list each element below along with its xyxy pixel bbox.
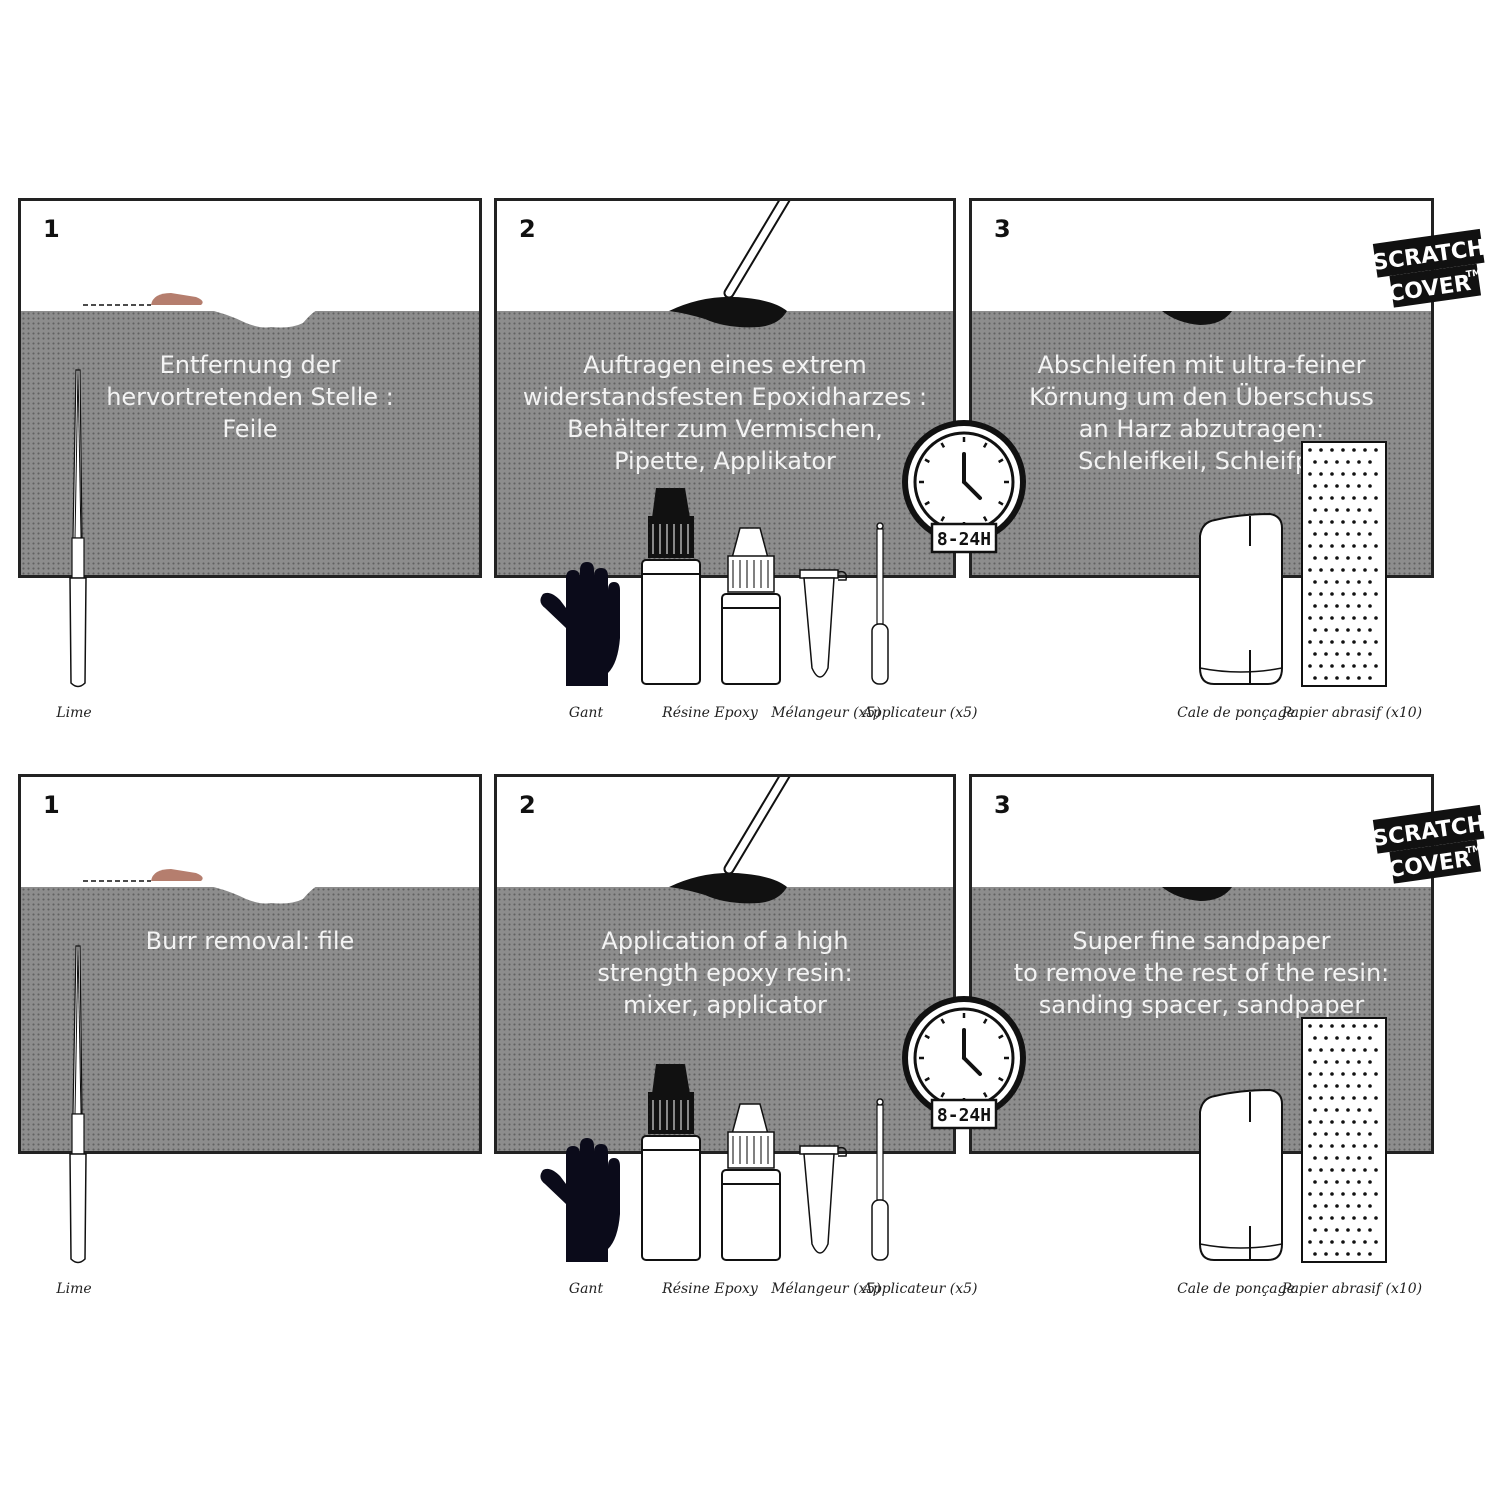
sandpaper-icon bbox=[1301, 441, 1387, 687]
step-number: 1 bbox=[43, 791, 60, 819]
sanding-block-label: Cale de ponçage bbox=[1177, 705, 1295, 721]
mixer-label: Mélangeur (x5) bbox=[771, 1281, 881, 1297]
step-caption: Super fine sandpaper to remove the rest … bbox=[1013, 927, 1390, 1019]
surface-cross-section bbox=[497, 311, 953, 575]
file-icon bbox=[69, 945, 87, 1264]
step-number: 2 bbox=[519, 791, 536, 819]
sanding-block-icon bbox=[1199, 1088, 1283, 1261]
mixer-tube-icon bbox=[799, 569, 848, 678]
sandpaper-label: Papier abrasif (x10) bbox=[1281, 705, 1423, 721]
step-caption: Burr removal: file bbox=[145, 927, 355, 955]
surface-cross-section bbox=[21, 311, 479, 575]
resin-remnant bbox=[1162, 311, 1232, 325]
surface-cross-section bbox=[497, 887, 953, 1151]
resin-drop bbox=[669, 872, 787, 904]
sandpaper-icon bbox=[1301, 1017, 1387, 1263]
step-number: 2 bbox=[519, 215, 536, 243]
glove-icon bbox=[540, 562, 620, 686]
step-caption: Auftragen eines extrem widerstandsfesten… bbox=[522, 351, 928, 475]
file-label: Lime bbox=[56, 1281, 92, 1297]
scratch-groove bbox=[201, 308, 321, 328]
surface-cross-section bbox=[21, 887, 479, 1151]
file-icon bbox=[69, 369, 87, 688]
scratch-groove bbox=[201, 884, 321, 904]
applicator-label: Applicateur (x5) bbox=[862, 1281, 978, 1297]
file-label: Lime bbox=[56, 705, 92, 721]
svg-text:TM: TM bbox=[1465, 268, 1481, 280]
mixer-label: Mélangeur (x5) bbox=[771, 705, 881, 721]
glove-label: Gant bbox=[568, 1281, 604, 1297]
step-number: 3 bbox=[994, 215, 1011, 243]
timer-label: 8-24H bbox=[937, 1105, 991, 1126]
sandpaper-label: Papier abrasif (x10) bbox=[1281, 1281, 1423, 1297]
mixer-tube-icon bbox=[799, 1145, 848, 1254]
step-number: 1 bbox=[43, 215, 60, 243]
clock-icon bbox=[902, 996, 1026, 1130]
glove-icon bbox=[540, 1138, 620, 1262]
step-number: 3 bbox=[994, 791, 1011, 819]
timer-label: 8-24H bbox=[937, 529, 991, 550]
sanding-block-label: Cale de ponçage bbox=[1177, 1281, 1295, 1297]
resin-label: Résine Epoxy bbox=[662, 705, 758, 721]
glove-label: Gant bbox=[568, 705, 604, 721]
resin-label: Résine Epoxy bbox=[662, 1281, 758, 1297]
resin-drop bbox=[669, 296, 787, 328]
surface-detail bbox=[669, 777, 791, 904]
burr-bump bbox=[151, 869, 203, 881]
resin-bottle-icon bbox=[641, 1064, 701, 1261]
hardener-bottle-icon bbox=[721, 1103, 781, 1261]
clock-icon bbox=[902, 420, 1026, 554]
burr-bump bbox=[151, 293, 203, 305]
svg-text:TM: TM bbox=[1465, 844, 1481, 856]
step-caption: Abschleifen mit ultra-feiner Körnung um … bbox=[1029, 351, 1374, 475]
applicator-icon bbox=[871, 1098, 889, 1261]
surface-detail bbox=[83, 293, 321, 328]
step-caption: Entfernung der hervortretenden Stelle : … bbox=[106, 351, 394, 443]
surface-detail bbox=[669, 201, 791, 328]
step-caption: Application of a high strength epoxy res… bbox=[597, 927, 853, 1019]
surface-detail bbox=[1162, 887, 1232, 901]
resin-bottle-icon bbox=[641, 488, 701, 685]
sanding-block-icon bbox=[1199, 512, 1283, 685]
resin-remnant bbox=[1162, 887, 1232, 901]
surface-detail bbox=[83, 869, 321, 904]
hardener-bottle-icon bbox=[721, 527, 781, 685]
applicator-label: Applicateur (x5) bbox=[862, 705, 978, 721]
surface-detail bbox=[1162, 311, 1232, 325]
applicator-icon bbox=[871, 522, 889, 685]
